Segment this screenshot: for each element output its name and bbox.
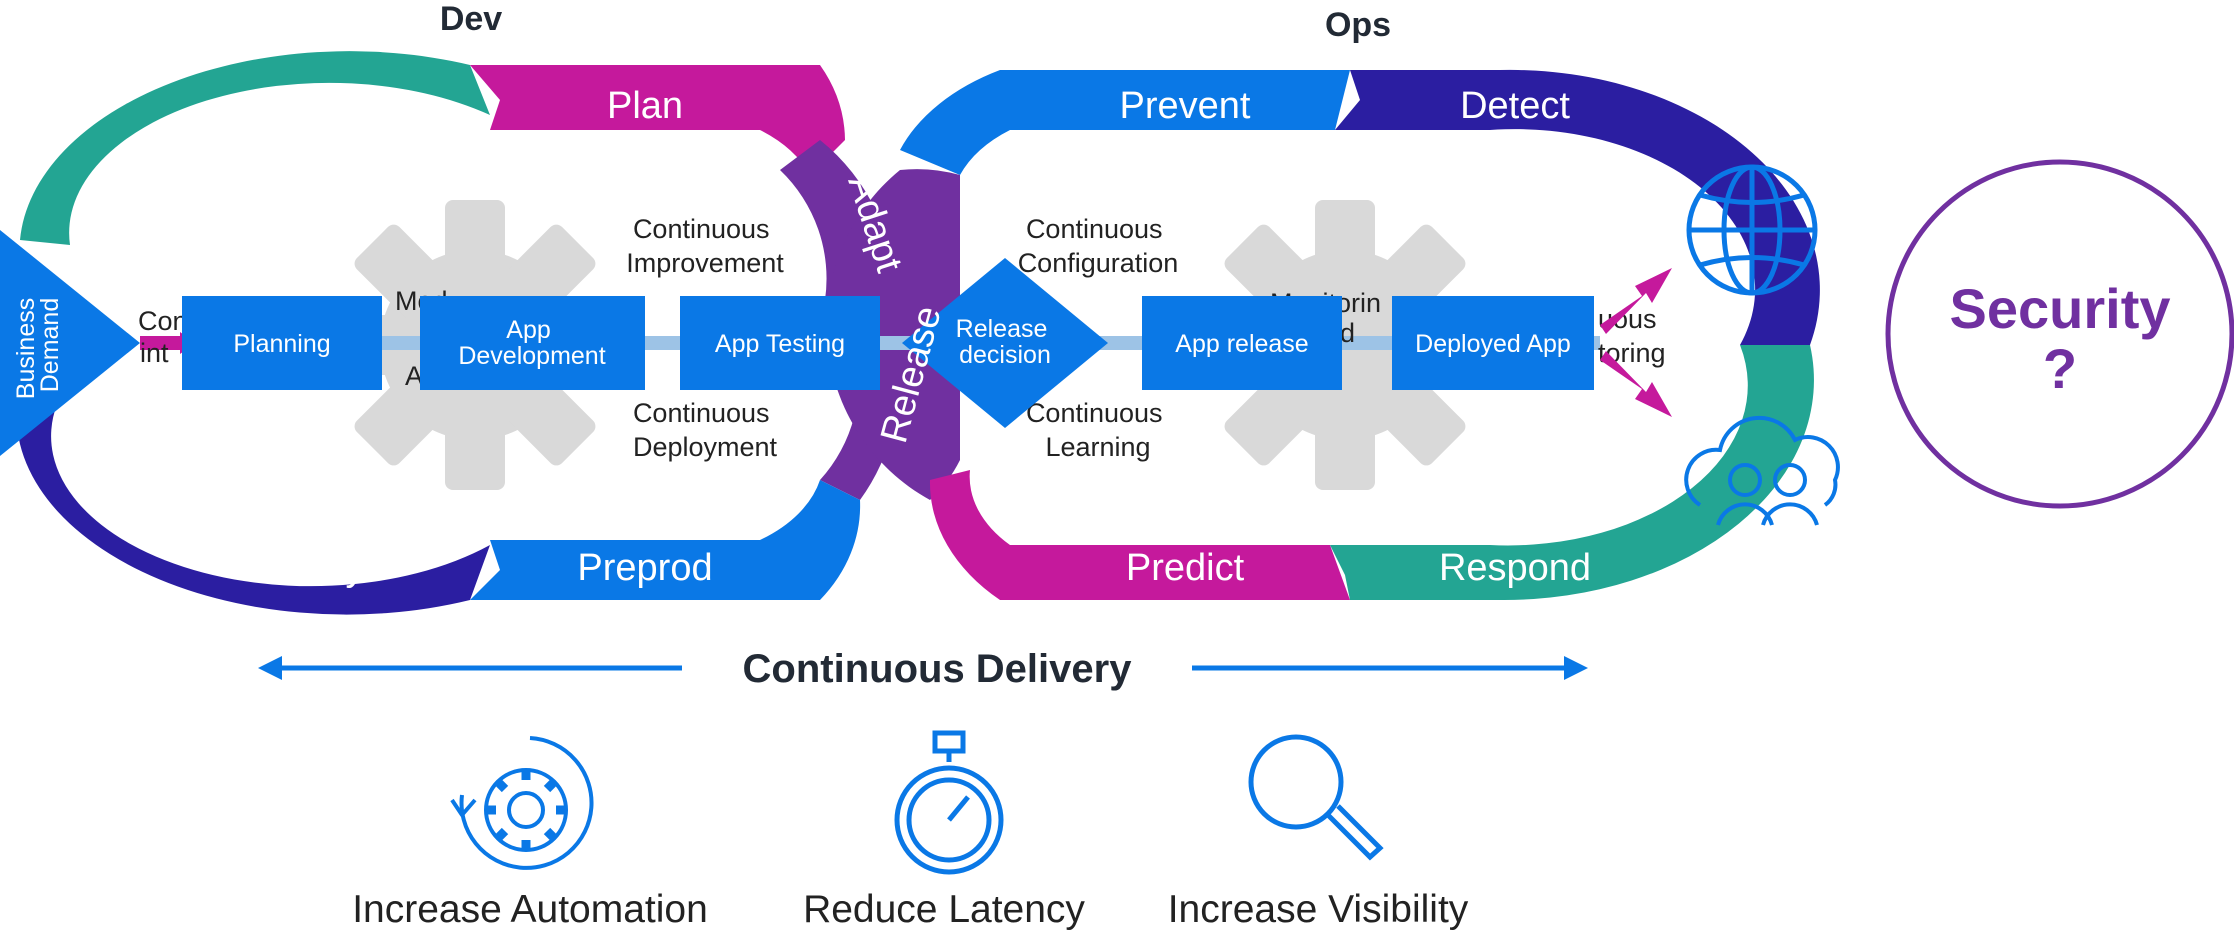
- detect-segment: [1335, 69, 1820, 346]
- security-circle: [1885, 159, 2234, 509]
- app-development-box: [420, 296, 645, 390]
- verify-label: Verify: [269, 547, 364, 589]
- stopwatch-icon: [894, 730, 1004, 875]
- preprod-label: Preprod: [577, 547, 712, 589]
- app-development-label: App Development: [458, 316, 605, 370]
- app-release-label: App release: [1175, 330, 1308, 358]
- preprod-segment: [470, 480, 861, 600]
- app-release-box: [1142, 296, 1342, 390]
- verify-segment: [16, 380, 491, 615]
- dev-gear-partial-text-2: A: [405, 361, 423, 391]
- ops-transition-segment: [826, 169, 960, 500]
- ops-gear-partial-text-2: d: [1340, 318, 1355, 348]
- create-segment: [20, 51, 490, 245]
- left-partial-text-2: int: [140, 338, 169, 368]
- continuous-delivery-right-arrow: [1192, 656, 1588, 680]
- intake-arrow: [140, 332, 195, 354]
- release-decision-diamond: [902, 258, 1108, 428]
- increase-automation-label: Increase Automation: [352, 888, 708, 931]
- plan-segment: [470, 65, 845, 175]
- globe-icon: [1686, 164, 1818, 296]
- increase-visibility-label: Increase Visibility: [1168, 888, 1469, 931]
- security-label: Security: [1950, 277, 2171, 340]
- planning-label: Planning: [233, 330, 330, 358]
- left-partial-text: Con: [138, 306, 188, 336]
- prevent-segment: [900, 70, 1350, 175]
- release-decision-label: Release decision: [956, 315, 1055, 369]
- ops-heading: Ops: [1325, 6, 1391, 44]
- respond-label: Respond: [1439, 547, 1591, 589]
- predict-segment: [929, 470, 1350, 600]
- business-demand-label: Business Demand: [12, 291, 64, 399]
- deploy-output-arrows: [1600, 268, 1672, 417]
- continuous-deployment-label: Continuous Deployment: [633, 398, 778, 462]
- prevent-label: Prevent: [1120, 85, 1251, 127]
- continuous-delivery-left-arrow: [258, 656, 682, 680]
- continuous-learning-label: Continuous Learning: [1026, 398, 1170, 462]
- app-testing-box: [680, 296, 880, 390]
- dev-heading: Dev: [440, 0, 502, 38]
- cloud-users-icon: [1684, 415, 1840, 526]
- predict-label: Predict: [1126, 547, 1245, 589]
- automation-gear-icon: [450, 736, 594, 870]
- deployed-app-label: Deployed App: [1415, 330, 1571, 358]
- deployed-app-box: [1392, 296, 1594, 390]
- security-question-mark: ?: [2043, 337, 2077, 400]
- create-label: Create: [260, 85, 374, 127]
- respond-segment: [1330, 345, 1814, 601]
- reduce-latency-label: Reduce Latency: [803, 888, 1085, 931]
- detect-label: Detect: [1460, 85, 1570, 127]
- business-demand-triangle: [0, 230, 140, 456]
- magnifier-icon: [1248, 734, 1384, 861]
- continuous-delivery-label: Continuous Delivery: [743, 647, 1133, 691]
- continuous-improvement-label: Continuous Improvement: [626, 214, 784, 278]
- app-testing-label: App Testing: [715, 330, 845, 358]
- planning-box: [182, 296, 382, 390]
- continuous-configuration-label: Continuous Configuration: [1018, 214, 1179, 278]
- plan-label: Plan: [607, 85, 683, 127]
